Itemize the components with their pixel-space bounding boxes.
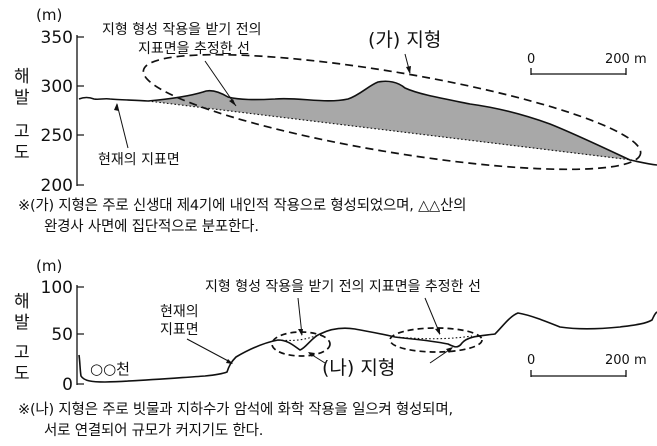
bottom-landform-leader-1-arrow bbox=[308, 352, 315, 357]
top-tick-label-250: 250 bbox=[41, 126, 73, 146]
top-note-line-1: ※(가) 지형은 주로 신생대 제4기에 내인적 작용으로 형성되었으며, △△… bbox=[18, 198, 467, 214]
top-tick-label-350: 350 bbox=[41, 28, 73, 48]
bottom-scale-end: 200 m bbox=[605, 353, 647, 368]
top-estimated-label-line1: 지형 형성 작용을 받기 전의 bbox=[102, 22, 261, 38]
bottom-tick-label-100: 100 bbox=[41, 278, 73, 298]
top-estimated-leader-arrow bbox=[229, 99, 236, 106]
bottom-note-line-2: 서로 연결되어 규모가 커지기도 한다. bbox=[44, 423, 264, 439]
bottom-current-leader-arrow bbox=[226, 359, 233, 364]
top-y-label-char-4: 도 bbox=[14, 143, 30, 163]
top-note-line-2: 완경사 사면에 집단적으로 분포한다. bbox=[44, 219, 259, 235]
top-current-surface-line bbox=[78, 80, 657, 166]
bottom-tick-label-50: 50 bbox=[51, 325, 73, 345]
bottom-tick-label-0: 0 bbox=[62, 375, 73, 395]
bottom-current-label-line1: 현재의 bbox=[160, 304, 199, 320]
top-y-label-char-2: 발 bbox=[14, 88, 30, 108]
bottom-current-label-line2: 지표면 bbox=[160, 322, 199, 338]
bottom-estimated-leader-2 bbox=[424, 297, 441, 335]
bottom-y-label-char-2: 발 bbox=[14, 313, 30, 333]
bottom-scale-bar bbox=[530, 370, 627, 377]
bottom-estimated-label: 지형 형성 작용을 받기 전의 지표면을 추정한 선 bbox=[205, 279, 481, 295]
bottom-note-line-1: ※(나) 지형은 주로 빗물과 지하수가 암석에 화학 작용을 일으켜 형성되며… bbox=[18, 402, 453, 418]
bottom-estimated-surface-line-1 bbox=[277, 333, 321, 342]
bottom-y-label-char-4: 도 bbox=[14, 364, 30, 384]
bottom-landform-ellipse-1 bbox=[271, 331, 331, 357]
top-current-leader-arrow bbox=[114, 103, 119, 111]
top-estimated-label-line2: 지표면을 추정한 선 bbox=[138, 41, 250, 57]
bottom-landform-label: (나) 지형 bbox=[322, 357, 395, 379]
bottom-current-surface-line bbox=[78, 311, 657, 383]
bottom-estimated-surface-line-2 bbox=[394, 335, 473, 340]
top-estimated-surface-line bbox=[147, 100, 633, 161]
top-tick-label-200: 200 bbox=[41, 176, 73, 196]
bottom-stream-label: ○○천 bbox=[90, 360, 130, 378]
bottom-y-label-char-3: 고 bbox=[14, 343, 30, 363]
top-estimated-leader bbox=[204, 60, 237, 107]
top-y-label-char-3: 고 bbox=[14, 122, 30, 142]
top-panel: (m) 350 300 250 200 해 발 고 도 지형 형성 작용을 받기… bbox=[14, 6, 657, 196]
bottom-panel: (m) 100 50 0 해 발 고 도 지형 형성 작용을 받기 전의 지표면… bbox=[14, 257, 657, 395]
bottom-landform-ellipse-2 bbox=[389, 327, 483, 353]
top-current-leader bbox=[116, 103, 129, 149]
bottom-scale-zero: 0 bbox=[527, 353, 535, 368]
bottom-estimated-leader-1-arrow bbox=[298, 329, 303, 336]
top-current-surface-label: 현재의 지표면 bbox=[98, 152, 180, 168]
bottom-landform-leader-2-arrow bbox=[446, 347, 453, 353]
top-unit-label: (m) bbox=[36, 6, 62, 24]
bottom-unit-label: (m) bbox=[36, 257, 62, 275]
top-landform-fill bbox=[148, 81, 630, 160]
bottom-y-label-char-1: 해 bbox=[14, 292, 30, 312]
top-scale-bar bbox=[530, 68, 627, 75]
bottom-estimated-leader-2-arrow bbox=[435, 328, 440, 335]
bottom-current-leader bbox=[186, 338, 233, 364]
top-landform-label: (가) 지형 bbox=[368, 29, 441, 51]
top-tick-label-300: 300 bbox=[41, 77, 73, 97]
top-scale-zero: 0 bbox=[527, 52, 535, 67]
top-landform-ellipse bbox=[142, 53, 642, 171]
top-y-label-char-1: 해 bbox=[14, 67, 30, 87]
bottom-estimated-leader-1 bbox=[297, 297, 303, 336]
top-landform-leader-arrow bbox=[406, 66, 411, 74]
top-scale-end: 200 m bbox=[605, 52, 647, 67]
